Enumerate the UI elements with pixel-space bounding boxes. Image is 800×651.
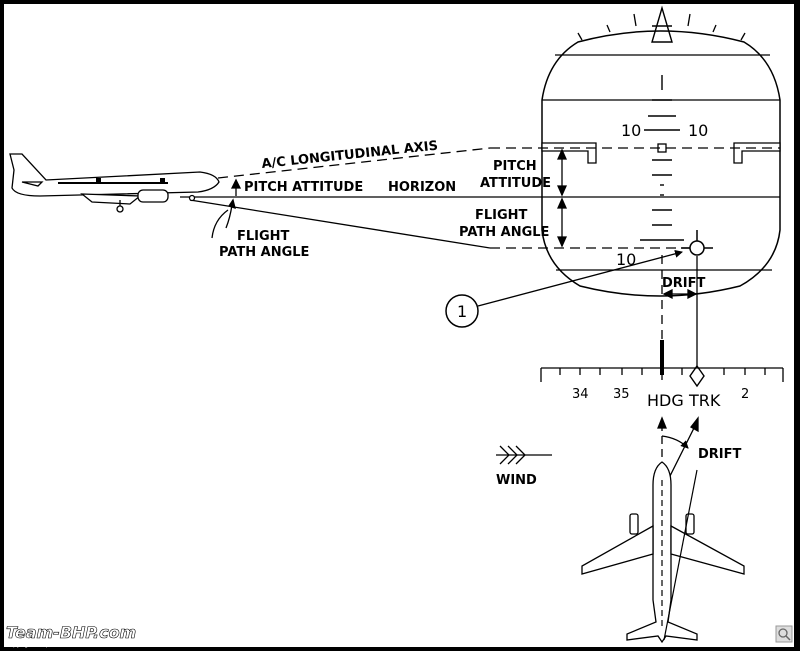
- pitch-label-left: 10: [621, 121, 641, 140]
- callout-number: 1: [457, 302, 467, 321]
- aircraft-side-windows: [58, 178, 168, 184]
- pitch-attitude-label: PITCH ATTITUDE: [244, 180, 363, 195]
- pitch-label-right: 10: [688, 121, 708, 140]
- pitch-attitude-right-1: PITCH: [493, 159, 537, 174]
- track-diamond-icon: [689, 364, 705, 388]
- dimension-arrows: [556, 148, 568, 248]
- bank-pointer-icon: [651, 5, 673, 43]
- pitch-ladder: [640, 75, 684, 241]
- watermark-copyright: copyright respective owners: [6, 641, 91, 648]
- watermark-hosted: HOSTED ON :: [6, 615, 58, 623]
- drift-label-bottom: DRIFT: [698, 447, 742, 462]
- zoom-icon[interactable]: [775, 625, 793, 643]
- aircraft-wing-symbol-right: [733, 142, 781, 164]
- drift-arrow-top: [662, 288, 698, 300]
- pitch-attitude-right-2: ATTITUDE: [480, 176, 551, 191]
- aircraft-side-view-icon: [9, 153, 220, 213]
- longitudinal-axis-line: [217, 147, 491, 179]
- fpa-right-2: PATH ANGLE: [459, 225, 549, 240]
- pitch-label-lower: 10: [616, 250, 636, 269]
- horizon-label: HORIZON: [388, 180, 456, 195]
- flight-path-vector-icon: [681, 230, 713, 256]
- fpa-right-1: FLIGHT: [475, 208, 528, 223]
- trk-label: TRK: [688, 391, 721, 410]
- wind-label: WIND: [496, 473, 537, 488]
- flight-path-angle-label-2: PATH ANGLE: [219, 245, 309, 260]
- watermark: HOSTED ON : Team-BHP.com copyright respe…: [6, 615, 137, 648]
- flight-path-angle-label-1: FLIGHT: [237, 229, 290, 244]
- heading-tick-2: 2: [741, 387, 749, 402]
- aircraft-wing-symbol-left: [541, 142, 597, 164]
- angle-arcs: [211, 178, 242, 239]
- heading-tick-35: 35: [613, 387, 630, 402]
- watermark-brand: Team-BHP.com: [6, 623, 136, 642]
- pfd-display: [541, 30, 781, 297]
- aircraft-top-view-icon: [581, 461, 745, 644]
- callout-leader: [477, 249, 683, 307]
- bank-scale: [577, 13, 746, 41]
- drift-label-top: DRIFT: [662, 276, 706, 291]
- reference-lines: [180, 147, 780, 249]
- longitudinal-axis-label: A/C LONGITUDINAL AXIS: [261, 139, 439, 172]
- aircraft-track-line: [663, 469, 698, 641]
- heading-tick-34: 34: [572, 387, 589, 402]
- callout-circle: [445, 294, 479, 328]
- heading-scale: [540, 367, 784, 382]
- hdg-label: HDG: [647, 391, 684, 410]
- flight-path-line: [189, 199, 491, 249]
- wind-arrow-icon: [496, 445, 552, 465]
